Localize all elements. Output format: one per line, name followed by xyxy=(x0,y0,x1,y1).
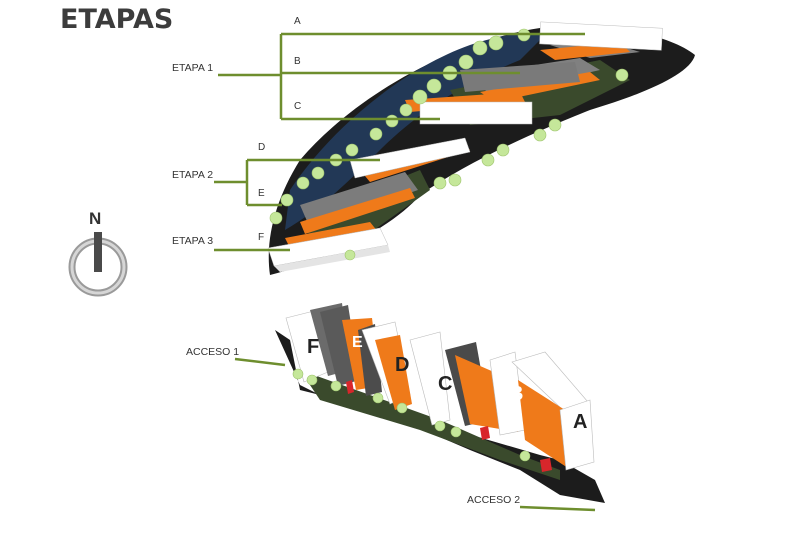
block-letter-f: F xyxy=(307,336,320,358)
building-label-d: D xyxy=(258,142,266,153)
tree xyxy=(292,368,304,380)
access-label-1: ACCESO 1 xyxy=(186,346,240,358)
compass-north-label: N xyxy=(89,209,102,228)
stage-label-etapa-1: ETAPA 1 xyxy=(172,62,214,74)
building-label-f: F xyxy=(258,232,265,243)
leader-acceso-2 xyxy=(519,505,596,512)
tree xyxy=(372,392,384,404)
building-label-c: C xyxy=(294,101,302,112)
block-letter-e: E xyxy=(352,334,363,351)
tree xyxy=(345,143,359,157)
block-letter-d: D xyxy=(395,354,410,376)
tree xyxy=(280,193,294,207)
leader-acceso-1 xyxy=(234,357,286,367)
tree xyxy=(450,426,462,438)
tree xyxy=(533,128,547,142)
tree xyxy=(369,127,383,141)
stage-label-etapa-2: ETAPA 2 xyxy=(172,169,214,181)
compass-needle xyxy=(94,232,102,272)
tree xyxy=(519,450,531,462)
block-letter-c: C xyxy=(438,373,453,395)
tree xyxy=(481,153,495,167)
building-label-a: A xyxy=(294,16,301,27)
tree xyxy=(412,89,428,105)
block-a-face xyxy=(559,399,595,471)
stage-leader-lines xyxy=(214,32,596,512)
block-letter-a: A xyxy=(573,411,588,433)
tree xyxy=(458,54,474,70)
tree-row xyxy=(292,368,531,462)
block-c-face xyxy=(409,331,451,426)
tree xyxy=(399,103,413,117)
block-letter-b: B xyxy=(509,383,524,405)
building-side xyxy=(274,245,390,272)
page-title: ETAPAS xyxy=(60,4,174,35)
tree xyxy=(296,176,310,190)
tree xyxy=(434,420,446,432)
building-label-b: B xyxy=(294,56,301,67)
compass xyxy=(68,232,128,297)
tree xyxy=(426,78,442,94)
tree xyxy=(488,35,504,51)
building-roof xyxy=(419,101,533,125)
perspective-ground xyxy=(300,370,560,480)
tree xyxy=(344,249,356,261)
tree xyxy=(269,211,283,225)
site-plan xyxy=(267,21,695,276)
site-perspective xyxy=(275,303,605,503)
tree xyxy=(396,402,408,414)
tree xyxy=(385,114,399,128)
block-a-accent xyxy=(518,380,568,468)
tree xyxy=(330,380,342,392)
tree xyxy=(433,176,447,190)
building-label-e: E xyxy=(258,188,265,199)
tree xyxy=(448,173,462,187)
tree-row xyxy=(269,28,629,261)
red-accents xyxy=(346,380,552,472)
building-accent xyxy=(300,188,415,234)
tree xyxy=(615,68,629,82)
building-roof xyxy=(349,137,471,179)
tree xyxy=(311,166,325,180)
access-label-2: ACCESO 2 xyxy=(467,494,521,506)
tree xyxy=(472,40,488,56)
tree xyxy=(306,374,318,386)
tree xyxy=(496,143,510,157)
tree xyxy=(548,118,562,132)
stage-label-etapa-3: ETAPA 3 xyxy=(172,235,214,247)
building-roof xyxy=(460,62,580,92)
